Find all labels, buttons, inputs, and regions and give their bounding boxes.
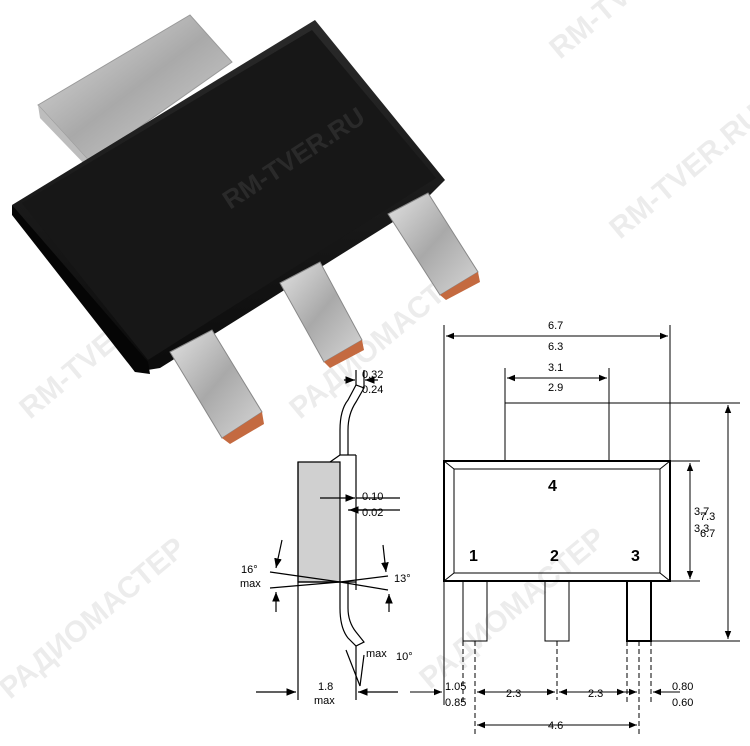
dim-thick-max: 0.32 [362, 369, 383, 381]
watermark-text: РАДИОМАСТЕР [0, 531, 192, 705]
dim-width-min: 6.3 [548, 341, 563, 353]
pin-label-1: 1 [469, 548, 478, 565]
dim-span: 4.6 [548, 720, 563, 732]
dim-body-h-max: 3.7 [694, 506, 709, 518]
lead-2 [279, 261, 364, 368]
pin-label-2: 2 [550, 548, 559, 565]
tab-outline [504, 402, 610, 462]
dim-tip-max: 0.80 [672, 681, 693, 693]
dim-pitch-a: 2.3 [506, 688, 521, 700]
dim-lead-w-min: 0.85 [445, 697, 466, 709]
package-body-top [22, 30, 436, 360]
angle-right: 13° [394, 573, 411, 585]
lead-1 [169, 329, 264, 444]
lead-3-outline [626, 580, 652, 642]
pin-label-4: 4 [548, 478, 557, 495]
dim-pitch-b: 2.3 [588, 688, 603, 700]
dim-total-h-min: 6.7 [700, 528, 715, 540]
dim-tip-min: 0.60 [672, 697, 693, 709]
top-view-drawing [410, 325, 740, 735]
dim-lead-w-max: 1.05 [445, 681, 466, 693]
dim-standoff-min: 0.02 [362, 507, 383, 519]
component-photo: RM-TVER.RU [12, 14, 480, 444]
top-view-labels: 1 2 3 4 6.7 6.3 3.1 2.9 3.7 3.3 7.3 6.7 … [445, 320, 715, 732]
angle-left-note: max [240, 578, 261, 590]
angle-bottom-note: max [366, 648, 387, 660]
side-body [297, 461, 341, 583]
package-body-side [12, 205, 150, 374]
pin-label-3: 3 [631, 548, 640, 565]
dim-tab-min: 2.9 [548, 382, 563, 394]
watermark-text: RM-TVER.RU [603, 99, 750, 245]
body-inner-outline [453, 468, 661, 574]
watermark-text: RM-TVER.RU [543, 0, 708, 65]
dim-standoff-max: 0.10 [362, 491, 383, 503]
dim-body-h-min: 3.3 [694, 523, 709, 535]
lead-3 [387, 192, 480, 300]
side-lead-bottom [339, 582, 365, 647]
dim-height-val: 1.8 [318, 681, 333, 693]
side-view-drawing [256, 370, 400, 700]
angle-left: 16° [241, 564, 258, 576]
dim-width-max: 6.7 [548, 320, 563, 332]
angle-bottom: 10° [396, 651, 413, 663]
side-view-labels: 0.32 0.24 0.10 0.02 16° max 13° max 10° … [240, 369, 413, 707]
dim-tab-max: 3.1 [548, 362, 563, 374]
tab-lead-edge [38, 105, 92, 172]
side-lead-top [339, 384, 365, 455]
dim-height-note: max [314, 695, 335, 707]
dim-total-h-max: 7.3 [700, 511, 715, 523]
dim-thick-min: 0.24 [362, 384, 383, 396]
